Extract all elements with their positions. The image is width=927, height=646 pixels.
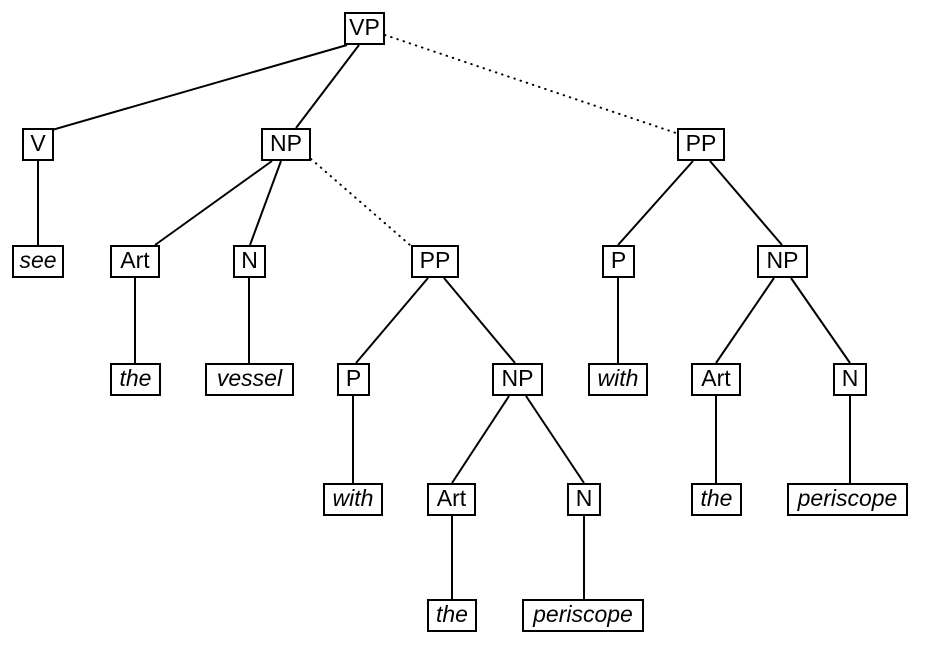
- node-label: periscope: [533, 601, 633, 627]
- node-label: see: [19, 247, 57, 273]
- category-node-np_mid: NP: [492, 363, 543, 396]
- tree-edge-np_right-to-n_r: [790, 277, 851, 364]
- node-label: P: [345, 365, 362, 391]
- terminal-node-with_r: with: [588, 363, 648, 396]
- terminal-node-vessel: vessel: [205, 363, 294, 396]
- tree-edge-np_mid-to-n_m: [525, 395, 585, 484]
- category-node-p_right: P: [602, 245, 635, 278]
- category-node-art1: Art: [110, 245, 160, 278]
- node-label: NP: [766, 247, 799, 273]
- category-node-art_r: Art: [691, 363, 741, 396]
- category-node-n_r: N: [833, 363, 867, 396]
- category-node-p_mid: P: [337, 363, 370, 396]
- tree-edge-np1-to-pp_mid: [310, 158, 411, 246]
- node-label: with: [597, 365, 639, 391]
- node-label: N: [241, 247, 258, 273]
- node-label: periscope: [797, 485, 898, 511]
- terminal-node-the_r: the: [691, 483, 742, 516]
- category-node-vp: VP: [344, 12, 385, 45]
- tree-edge-np1-to-art1: [154, 160, 273, 246]
- node-label: N: [841, 365, 859, 391]
- category-node-art_m: Art: [427, 483, 476, 516]
- tree-edge-pp_mid-to-p_mid: [355, 277, 429, 364]
- node-label: V: [30, 130, 46, 156]
- category-node-v: V: [22, 128, 54, 161]
- category-node-pp_mid: PP: [411, 245, 459, 278]
- tree-edge-np1-to-n1: [249, 160, 282, 246]
- terminal-node-peri_r: periscope: [787, 483, 908, 516]
- category-node-np_right: NP: [757, 245, 808, 278]
- tree-edge-vp-to-np1: [295, 44, 360, 129]
- node-label: the: [700, 485, 733, 511]
- node-label: N: [575, 485, 593, 511]
- tree-edge-pp_right-to-np_right: [709, 160, 783, 246]
- tree-edge-np_right-to-art_r: [715, 277, 775, 364]
- node-label: PP: [419, 247, 451, 273]
- node-label: Art: [436, 485, 467, 511]
- category-node-n1: N: [233, 245, 266, 278]
- terminal-node-with_m: with: [323, 483, 383, 516]
- node-label: NP: [501, 365, 534, 391]
- node-label: the: [436, 601, 468, 627]
- node-label: P: [610, 247, 627, 273]
- terminal-node-the_m: the: [427, 599, 477, 632]
- category-node-n_m: N: [567, 483, 601, 516]
- tree-edge-pp_right-to-p_right: [617, 160, 694, 246]
- node-label: the: [119, 365, 152, 391]
- node-label: Art: [701, 365, 731, 391]
- terminal-node-the1: the: [110, 363, 161, 396]
- node-label: PP: [685, 130, 717, 156]
- tree-edge-np_mid-to-art_m: [451, 395, 510, 484]
- node-label: with: [332, 485, 374, 511]
- category-node-pp_right: PP: [677, 128, 725, 161]
- category-node-np1: NP: [261, 128, 311, 161]
- node-label: VP: [349, 14, 380, 40]
- tree-edge-vp-to-pp_right: [384, 34, 677, 134]
- node-label: vessel: [216, 365, 283, 391]
- terminal-node-peri_m: periscope: [522, 599, 644, 632]
- terminal-node-see: see: [12, 245, 64, 278]
- tree-edge-vp-to-v: [51, 44, 348, 131]
- node-label: Art: [120, 247, 150, 273]
- node-label: NP: [270, 130, 302, 156]
- tree-edge-pp_mid-to-np_mid: [443, 277, 516, 364]
